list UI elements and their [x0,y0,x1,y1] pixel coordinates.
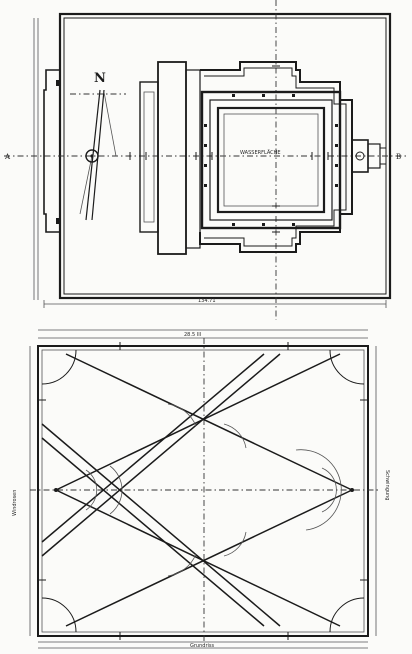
diagram-bottom-dimension: Grundriss [190,643,214,649]
corner-arcs [41,349,365,633]
court-frame-middle [209,99,333,221]
section-mark-b: B [396,153,401,161]
diagram-top-dimension: 28.5 III [184,332,201,338]
court-frame-inner [216,106,326,214]
angle-arcs [85,403,342,577]
plan-origin-marker [85,149,99,163]
diagram-side-label-right: Schwingung [384,470,390,500]
east-gate [351,139,386,173]
section-mark-a: A [4,153,11,161]
outer-court-ring-inner [204,67,347,247]
sight-lines [41,353,353,627]
front-pavilion [139,61,201,255]
axis-tick-marks [129,65,329,233]
center-label: WASSERFLÄCHE [240,149,281,156]
court-frame-outer [200,90,342,230]
plan-left-buttress [43,69,60,233]
perimeter-ticks [38,342,368,640]
north-arrow [70,89,126,221]
diagram-side-label-left: Windrosen [12,490,18,516]
plan-buttress-notch-bottom [56,218,60,224]
plan-bottom-dimension: 134.71 [198,298,216,304]
right-apex [350,488,354,492]
left-apex [54,488,58,492]
outer-court-ring [199,61,353,253]
diagram-outer-frame [37,345,369,637]
court-frame-core [223,113,319,207]
sightline-diagram: 28.5 III Grundriss Windrosen Schwingung [12,329,390,649]
ground-plan-drawing: N A B WASSERFLÄCHE 134.71 [4,0,406,320]
column-ticks [204,94,338,226]
north-label: N [94,71,106,86]
diagram-inner-frame [41,349,365,633]
plan-buttress-notch-top [56,80,60,86]
